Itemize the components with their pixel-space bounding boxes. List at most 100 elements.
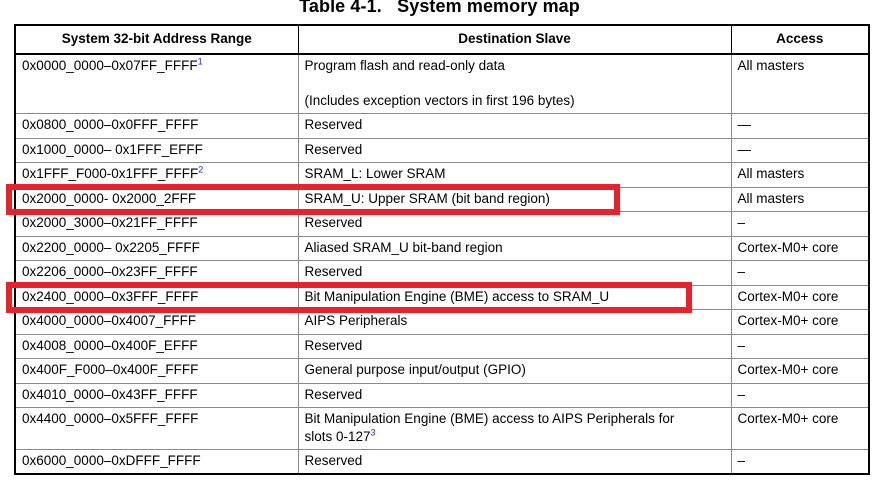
access-text: — bbox=[737, 141, 752, 157]
destination-slave-text: Reserved bbox=[304, 215, 363, 231]
access-text: – bbox=[737, 386, 746, 402]
destination-slave-text: Bit Manipulation Engine (BME) access to … bbox=[304, 288, 610, 304]
destination-slave-text: Reserved bbox=[304, 337, 363, 353]
cell-destination-slave: General purpose input/output (GPIO) bbox=[297, 358, 732, 384]
destination-slave-text: SRAM_L: Lower SRAM bbox=[304, 166, 446, 182]
access-text: All masters bbox=[737, 190, 805, 206]
cell-destination-slave: Reserved bbox=[297, 113, 732, 139]
cell-address-range: 0x4400_0000–0x5FFF_FFFF bbox=[14, 407, 299, 450]
cell-address-range: 0x2400_0000–0x3FFF_FFFF bbox=[14, 284, 299, 311]
destination-slave-text: Reserved bbox=[304, 141, 363, 157]
cell-address-range: 0x4010_0000–0x43FF_FFFF bbox=[14, 382, 299, 409]
table-row: 0x2400_0000–0x3FFF_FFFF Bit Manipulation … bbox=[14, 284, 870, 311]
cell-access: — bbox=[730, 137, 870, 164]
cell-address-range: 0x0800_0000–0x0FFF_FFFF bbox=[14, 113, 299, 139]
cell-destination-slave: Bit Manipulation Engine (BME) access to … bbox=[297, 407, 732, 450]
cell-destination-slave: Program flash and read-only data (Include… bbox=[297, 53, 732, 115]
cell-access: Cortex-M0+ core bbox=[730, 358, 870, 384]
cell-destination-slave: SRAM_L: Lower SRAM bbox=[297, 162, 732, 188]
access-text: Cortex-M0+ core bbox=[737, 288, 839, 304]
access-text: Cortex-M0+ core bbox=[737, 362, 839, 378]
access-text: All masters bbox=[737, 58, 805, 74]
footnote-marker: 1 bbox=[197, 56, 203, 67]
address-range-text: 0x400F_F000–0x400F_FFFF bbox=[22, 362, 199, 378]
table-row: 0x4008_0000–0x400F_EFFF Reserved – bbox=[14, 333, 870, 360]
cell-address-range: 0x6000_0000–0xDFFF_FFFF bbox=[14, 448, 299, 476]
cell-address-range: 0x4008_0000–0x400F_EFFF bbox=[14, 333, 299, 360]
access-text: – bbox=[737, 337, 746, 353]
footnote-marker: 2 bbox=[198, 164, 204, 175]
address-range-text: 0x0800_0000–0x0FFF_FFFF bbox=[22, 117, 199, 133]
column-header-access: Access bbox=[730, 23, 870, 56]
footnote-marker: 3 bbox=[370, 427, 376, 437]
system-memory-map-table: System 32-bit Address Range Destination … bbox=[14, 23, 870, 476]
cell-destination-slave: Bit Manipulation Engine (BME) access to … bbox=[297, 284, 732, 311]
cell-address-range: 0x2000_0000- 0x2000_2FFF bbox=[14, 186, 299, 213]
address-range-text: 0x2000_3000–0x21FF_FFFF bbox=[22, 215, 198, 231]
table-row: 0x4000_0000–0x4007_FFFF AIPS Peripherals C… bbox=[14, 309, 870, 335]
address-range-text: 0x4000_0000–0x4007_FFFF bbox=[22, 313, 197, 329]
table-row: 0x400F_F000–0x400F_FFFF General purpose i… bbox=[14, 358, 870, 384]
access-text: Cortex-M0+ core bbox=[737, 313, 839, 329]
page-title: Table 4-1. System memory map bbox=[299, 0, 580, 16]
table-row: 0x0800_0000–0x0FFF_FFFF Reserved — bbox=[14, 113, 870, 139]
cell-access: – bbox=[730, 260, 870, 286]
cell-destination-slave: Reserved bbox=[297, 448, 732, 476]
table-header-row: System 32-bit Address Range Destination … bbox=[14, 23, 870, 56]
destination-slave-text: Bit Manipulation Engine (BME) access to … bbox=[304, 411, 675, 427]
destination-slave-text: Reserved bbox=[304, 117, 363, 133]
destination-slave-text: AIPS Peripherals bbox=[304, 313, 408, 329]
column-header-destination-slave: Destination Slave bbox=[297, 23, 732, 56]
column-header-address-range: System 32-bit Address Range bbox=[14, 23, 299, 56]
cell-access: Cortex-M0+ core bbox=[730, 407, 870, 450]
destination-slave-text: General purpose input/output (GPIO) bbox=[304, 362, 526, 378]
cell-destination-slave: Reserved bbox=[297, 333, 732, 360]
cell-destination-slave: Reserved bbox=[297, 260, 732, 286]
destination-slave-text: Program flash and read-only data bbox=[304, 58, 505, 74]
destination-slave-text: Reserved bbox=[304, 264, 363, 280]
destination-slave-text-line2: (Includes exception vectors in first 196… bbox=[304, 92, 575, 108]
address-range-text: 0x2000_0000- 0x2000_2FFF bbox=[22, 190, 197, 206]
cell-destination-slave: SRAM_U: Upper SRAM (bit band region) bbox=[297, 186, 732, 213]
address-range-text: 0x4010_0000–0x43FF_FFFF bbox=[22, 386, 198, 402]
address-range-text: 0x6000_0000–0xDFFF_FFFF bbox=[22, 452, 201, 468]
table-row: 0x2206_0000–0x23FF_FFFF Reserved – bbox=[14, 260, 870, 286]
table-row: 0x1000_0000– 0x1FFF_EFFF Reserved — bbox=[14, 137, 870, 164]
table-row: 0x1FFF_F000-0x1FFF_FFFF2 SRAM_L: Lower SR… bbox=[14, 162, 870, 188]
cell-address-range: 0x1000_0000– 0x1FFF_EFFF bbox=[14, 137, 299, 164]
cell-address-range: 0x1FFF_F000-0x1FFF_FFFF2 bbox=[14, 162, 299, 188]
access-text: Cortex-M0+ core bbox=[737, 411, 839, 427]
address-range-text: 0x2206_0000–0x23FF_FFFF bbox=[22, 264, 198, 280]
access-text: – bbox=[737, 264, 746, 280]
cell-destination-slave: Reserved bbox=[297, 137, 732, 164]
access-text: Cortex-M0+ core bbox=[737, 239, 839, 255]
cell-access: All masters bbox=[730, 186, 870, 213]
cell-access: All masters bbox=[730, 162, 870, 188]
cell-access: – bbox=[730, 211, 870, 237]
cell-access: — bbox=[730, 113, 870, 139]
cell-destination-slave: Reserved bbox=[297, 211, 732, 237]
cell-destination-slave: Reserved bbox=[297, 382, 732, 409]
address-range-text: 0x1000_0000– 0x1FFF_EFFF bbox=[22, 141, 203, 157]
access-text: All masters bbox=[737, 166, 805, 182]
destination-slave-text: Reserved bbox=[304, 452, 363, 468]
destination-slave-text-line2: slots 0-1273 bbox=[304, 427, 376, 444]
cell-access: Cortex-M0+ core bbox=[730, 235, 870, 262]
cell-address-range: 0x0000_0000–0x07FF_FFFF1 bbox=[14, 53, 299, 115]
table-row: 0x2000_0000- 0x2000_2FFF SRAM_U: Upper SR… bbox=[14, 186, 870, 213]
table-row: 0x2000_3000–0x21FF_FFFF Reserved – bbox=[14, 211, 870, 237]
table-row: 0x6000_0000–0xDFFF_FFFF Reserved – bbox=[14, 448, 870, 476]
table-row: 0x2200_0000– 0x2205_FFFF Aliased SRAM_U b… bbox=[14, 235, 870, 262]
cell-address-range: 0x2000_3000–0x21FF_FFFF bbox=[14, 211, 299, 237]
destination-slave-text: Aliased SRAM_U bit-band region bbox=[304, 239, 503, 255]
table-row: 0x4400_0000–0x5FFF_FFFF Bit Manipulation … bbox=[14, 407, 870, 450]
cell-address-range: 0x2206_0000–0x23FF_FFFF bbox=[14, 260, 299, 286]
access-text: — bbox=[737, 117, 752, 133]
destination-slave-text: Reserved bbox=[304, 386, 363, 402]
cell-destination-slave: AIPS Peripherals bbox=[297, 309, 732, 335]
cell-address-range: 0x2200_0000– 0x2205_FFFF bbox=[14, 235, 299, 262]
cell-address-range: 0x400F_F000–0x400F_FFFF bbox=[14, 358, 299, 384]
cell-access: – bbox=[730, 448, 870, 476]
